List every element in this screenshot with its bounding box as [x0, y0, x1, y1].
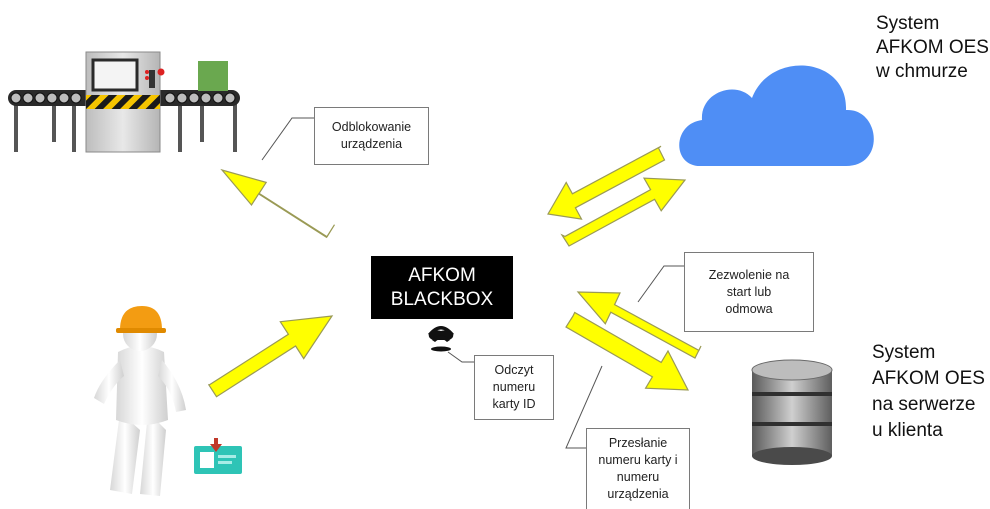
worker-figure-illustration: [94, 306, 242, 496]
callout-card-read: Odczyt numeru karty ID: [474, 355, 554, 420]
conveyor-machine-illustration: [8, 51, 240, 153]
label-cloud-line-2: AFKOM OES: [876, 37, 989, 58]
arrow-server-to-blackbox: [576, 291, 702, 359]
leader-send: [565, 365, 603, 449]
arrow-blackbox-to-server: [565, 311, 690, 391]
arrow-worker-to-blackbox: [207, 315, 334, 398]
label-server-line-3: na serwerze: [872, 394, 976, 415]
arrow-cloud-to-blackbox: [547, 145, 666, 220]
blackbox-line-1: AFKOM: [408, 264, 476, 286]
label-server-line-1: System: [872, 342, 936, 363]
callout-unlock-line-1: Odblokowanie: [331, 120, 412, 134]
callout-card-read-line-1: Odczyt: [494, 363, 534, 377]
callout-permission-line-1: Zezwolenie na: [708, 267, 790, 282]
callout-permission: Zezwolenie na start lub odmowa: [684, 252, 814, 332]
database-icon: [751, 359, 833, 465]
callout-send-line-3: numeru: [616, 470, 660, 484]
label-system-server: System AFKOM OES na serwerze u klienta: [872, 340, 985, 444]
label-system-cloud: System AFKOM OES w chmurze: [876, 12, 989, 84]
callout-unlock-line-2: urządzenia: [340, 137, 403, 151]
afkom-blackbox-node: AFKOM BLACKBOX: [371, 256, 513, 319]
leader-permission: [637, 265, 684, 303]
callout-unlock-device: Odblokowanie urządzenia: [314, 107, 429, 165]
callout-card-read-line-3: karty ID: [492, 397, 536, 411]
wireless-reader-icon: [428, 326, 454, 352]
callout-send-line-2: numeru karty i: [598, 453, 678, 467]
label-cloud-line-1: System: [876, 13, 940, 34]
leader-card-read: [447, 351, 474, 363]
callout-send-line-1: Przesłanie: [608, 436, 668, 450]
callout-permission-line-3: odmowa: [725, 301, 773, 316]
arrow-blackbox-to-cloud: [560, 177, 687, 247]
label-server-line-4: u klienta: [872, 420, 943, 441]
callout-send-card-number: Przesłanie numeru karty i numeru urządze…: [586, 428, 690, 509]
label-server-line-2: AFKOM OES: [872, 368, 985, 389]
label-cloud-line-3: w chmurze: [876, 61, 968, 82]
callout-send-line-4: urządzenia: [607, 487, 669, 501]
callout-permission-line-2: start lub: [726, 284, 772, 299]
blackbox-line-2: BLACKBOX: [390, 288, 494, 310]
arrow-blackbox-to-machine: [220, 168, 336, 239]
cloud-icon: [679, 65, 874, 166]
leader-unlock: [261, 117, 314, 161]
callout-card-read-line-2: numeru: [492, 380, 536, 394]
